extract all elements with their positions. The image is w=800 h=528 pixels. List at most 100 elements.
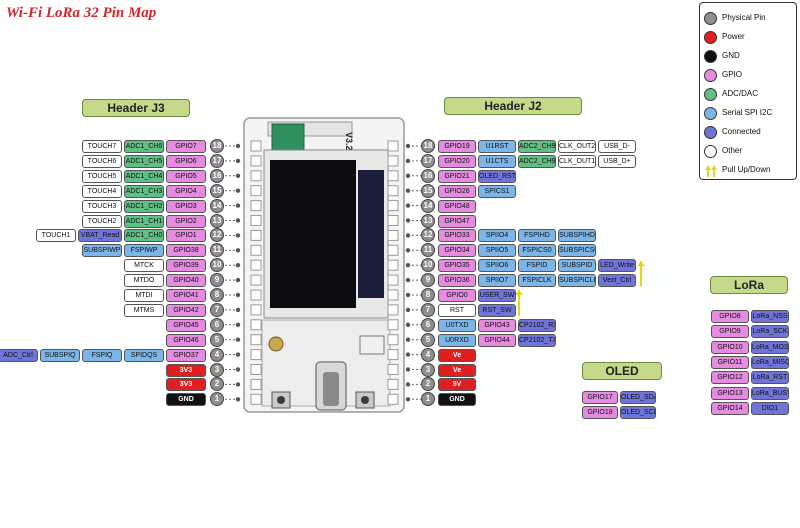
lora-row-4-label-0: GPIO12 [711,371,749,385]
oled-row-0-label-1: OLED_SDA [620,391,656,404]
j2-leader-dot-11 [405,248,411,253]
spring-antenna [268,336,284,352]
legend-swatch-power [704,31,717,44]
j3-board-hole-1 [250,393,262,405]
j3-pin-7-label-0: GPIO42 [166,303,206,317]
lora-title: LoRa [710,276,788,294]
j3-board-hole-15 [250,185,262,197]
j3-pin-15-label-2: TOUCH4 [82,184,122,198]
j3-leader-dot-9 [235,277,241,283]
j2-physical-pin-16: 16 [421,168,435,183]
j3-physical-pin-18: 18 [210,139,224,153]
j3-leader-dot-1 [235,397,241,402]
j2-board-hole-11 [387,244,399,256]
j3-pin-18-label-2: TOUCH7 [82,140,122,153]
j3-pin-13-label-2: TOUCH2 [82,214,122,228]
j3-pin-12-label-1: ADC1_CH0 [124,229,164,243]
j2-physical-pin-7: 7 [421,302,435,317]
j2-physical-pin-17: 17 [421,153,435,168]
j2-leader-dot-10 [405,263,411,268]
j3-pin-15-label-0: GPIO4 [166,184,206,198]
header-j2-title: Header J2 [444,97,582,115]
j3-pin-11-label-0: GPIO38 [166,244,206,258]
diagram-title: Wi-Fi LoRa 32 Pin Map [6,5,157,21]
j2-board-hole-2 [387,378,399,390]
j2-board-hole-17 [387,155,399,167]
j3-pin-5-label-0: GPIO46 [166,333,206,347]
j3-pin-13-label-1: ADC1_CH1 [124,214,164,228]
j3-physical-pin-10: 10 [210,258,224,273]
j3-pin-18-label-1: ADC1_CH6 [124,140,164,153]
oled-row-1-label-0: GPIO18 [582,406,618,419]
j3-leader-dot-16 [235,173,241,178]
j2-pin-10-label-1: SPIIO6 [478,259,516,273]
lora-row-5-label-1: LoRa_BUSY [751,386,789,400]
j3-pin-17-label-2: TOUCH6 [82,154,122,168]
j3-leader-dot-12 [235,233,241,238]
lora-row-5-label-0: GPIO13 [711,386,749,400]
j3-board-hole-5 [250,334,262,346]
legend-swatch-other [704,145,717,158]
legend-label-gnd: GND [722,51,740,60]
j3-pin-14-label-2: TOUCH3 [82,199,122,213]
antenna-connector [271,123,305,153]
j2-pin-11-label-1: SPIIO5 [478,244,516,258]
j2-pin-13-label-0: GPIO47 [438,214,476,228]
prg-button-cap [277,396,285,404]
j2-pin-6-label-0: U0TXD [438,318,476,332]
legend-label-other: Other [722,146,743,155]
pull-up-down-icon [705,165,717,177]
j2-pin-8-label-1: USER_SW [478,289,516,302]
j3-physical-pin-4: 4 [210,347,224,362]
j3-pin-4-label-4: ADC_Ctrl [0,348,38,362]
lora-row-0-label-0: GPIO8 [711,310,749,323]
j3-leader-dot-14 [235,203,241,208]
j3-leader-dot-11 [235,248,241,253]
j2-pin-16-label-0: GPIO21 [438,169,476,183]
j3-leader-dot-3 [235,367,241,372]
j3-pin-9-label-1: MTDO [124,274,164,288]
j2-pin-15-label-1: SPICS1 [478,184,516,198]
j3-pin-7-label-1: MTMS [124,303,164,317]
j2-leader-dot-17 [405,158,411,164]
oled-row-1-label-1: OLED_SCL [620,406,656,419]
j3-physical-pin-17: 17 [210,153,224,168]
j2-pin-18-label-0: GPIO19 [438,140,476,153]
j3-leader-dot-15 [235,188,241,193]
j2-physical-pin-11: 11 [421,243,435,258]
j3-board-hole-14 [250,200,262,212]
j2-pin-17-label-1: U1CTS [478,154,516,168]
legend-label-gpio: GPIO [722,70,743,79]
j3-pin-8-label-0: GPIO41 [166,289,206,302]
leader-lines [225,143,421,402]
j2-pin-10-label-0: GPIO35 [438,259,476,273]
j3-pin-10-label-1: MTCK [124,259,164,273]
j2-physical-pin-14: 14 [421,198,435,213]
j3-board-hole-17 [250,155,262,167]
j2-pin-18-label-3: CLK_OUT2 [558,140,596,153]
j2-leader-dot-1 [405,397,411,402]
j3-pin-3-label-0: 3V3 [166,363,206,377]
j3-board-hole-11 [250,244,262,256]
j3-physical-pin-6: 6 [210,317,224,332]
j2-pin-6-label-1: GPIO43 [478,318,516,332]
j2-board-hole-18 [387,140,399,152]
j2-physical-pin-1: 1 [421,392,435,407]
j2-board-hole-7 [387,304,399,316]
j2-leader-dot-18 [405,143,411,149]
j2-pin-1-label-0: GND [438,393,476,407]
j2-leader-dot-2 [405,382,411,387]
j3-pin-16-label-2: TOUCH5 [82,169,122,183]
j3-physical-pin-3: 3 [210,362,224,377]
j2-pin-17-label-3: CLK_OUT1 [558,154,596,168]
header-j3-title: Header J3 [82,99,190,117]
j2-board-hole-12 [387,229,399,241]
j3-pin-17-label-1: ADC1_CH5 [124,154,164,168]
j3-board-hole-7 [250,304,262,316]
legend-swatch-connected [704,126,717,139]
j2-leader-dot-3 [405,367,411,372]
j3-pin-14-label-1: ADC1_CH2 [124,199,164,213]
legend-swatch-gpio [704,69,717,82]
j3-physical-pin-12: 12 [210,228,224,243]
legend-swatch-physical [704,12,717,25]
